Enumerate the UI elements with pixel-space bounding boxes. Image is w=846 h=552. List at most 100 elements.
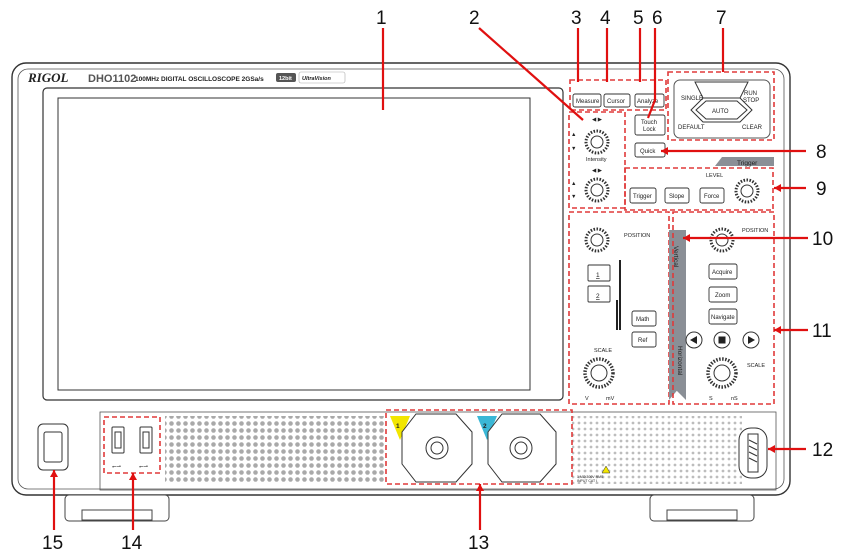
svg-text:AUTO: AUTO — [712, 109, 729, 115]
svg-text:mV: mV — [606, 396, 615, 402]
svg-text:Navigate: Navigate — [711, 315, 735, 321]
svg-text:V: V — [585, 396, 589, 402]
svg-text:Measure: Measure — [576, 99, 600, 105]
svg-text:Cursor: Cursor — [607, 99, 625, 105]
single-button[interactable]: SINGLE — [681, 96, 703, 102]
callout-9: 9 — [816, 179, 827, 200]
svg-text:nS: nS — [731, 396, 738, 402]
svg-text:Analyze: Analyze — [637, 99, 659, 105]
vertical-title: Vertical — [672, 246, 679, 268]
svg-text:2: 2 — [483, 423, 487, 430]
callout-14: 14 — [121, 533, 143, 552]
channel-1-marker — [390, 416, 410, 440]
multipurpose-knob-panel: ◀ ▶ ▲ ▼ Intensity ◀ ▶ ▲ ▼ — [568, 111, 626, 209]
series-logo-frame — [298, 71, 346, 84]
math-button[interactable]: Math — [631, 310, 657, 327]
brand-logo: RIGOL — [27, 70, 69, 85]
svg-text:▼: ▼ — [571, 146, 576, 152]
callout-13: 13 — [468, 533, 489, 552]
channel-2-marker — [477, 416, 497, 440]
trigger-title: Trigger — [737, 160, 758, 167]
probe-compensation-terminal[interactable] — [738, 427, 768, 479]
acquire-button[interactable]: Acquire — [708, 263, 738, 280]
front-feet — [64, 494, 755, 522]
svg-text:S: S — [709, 396, 713, 402]
callout-10: 10 — [812, 229, 833, 250]
callout-5: 5 — [633, 8, 644, 29]
svg-text:▲: ▲ — [571, 181, 576, 187]
cursor-button[interactable]: Cursor — [603, 93, 631, 108]
touch-lock-button[interactable]: Touch Lock — [634, 114, 666, 136]
channel-1-button[interactable]: 1 — [587, 264, 611, 282]
svg-text:2: 2 — [596, 293, 600, 300]
svg-text:Lock: Lock — [643, 127, 657, 133]
svg-text:◀ ▶: ◀ ▶ — [592, 117, 603, 123]
input-note: 1 MΩ 300V RMS — [577, 475, 604, 479]
default-button[interactable]: DEFAULT — [678, 125, 705, 131]
callout-15: 15 — [42, 533, 63, 552]
usb-icon: ⭠⊸ — [112, 464, 121, 470]
ref-button[interactable]: Ref — [631, 331, 657, 348]
usb-port-2[interactable] — [139, 426, 153, 454]
slope-button[interactable]: Slope — [664, 187, 690, 204]
bits-badge-bg — [276, 73, 296, 82]
svg-text:INPUT CAT I: INPUT CAT I — [577, 479, 597, 483]
navigate-button[interactable]: Navigate — [708, 308, 738, 325]
svg-text:Zoom: Zoom — [715, 293, 730, 299]
measure-button[interactable]: Measure — [572, 93, 602, 108]
warning-icon — [601, 465, 611, 474]
channel-1-bnc-input[interactable] — [401, 413, 473, 483]
vertical-section: POSITION 1 2 Math Ref SCALE V mV Vertica… — [568, 211, 686, 405]
trigger-level-label: LEVEL — [706, 173, 723, 179]
callout-2: 2 — [469, 8, 480, 29]
callout-8: 8 — [816, 142, 827, 163]
nav-stop-button[interactable] — [713, 331, 731, 349]
svg-text:Slope: Slope — [669, 194, 685, 200]
zoom-button[interactable]: Zoom — [708, 286, 738, 303]
analyze-button[interactable]: Analyze — [634, 93, 665, 108]
run-control-cluster: AUTO SINGLE RUN STOP DEFAULT CLEAR — [673, 79, 771, 139]
svg-text:Quick: Quick — [640, 149, 656, 155]
nav-right-button[interactable] — [742, 331, 760, 349]
clear-button[interactable]: CLEAR — [742, 125, 763, 131]
touch-display[interactable] — [57, 97, 531, 391]
speaker-grille-right — [572, 416, 742, 484]
svg-text:Touch: Touch — [641, 120, 657, 126]
svg-text:▼: ▼ — [571, 194, 576, 200]
channel-2-bnc-input[interactable] — [487, 413, 557, 483]
svg-text:STOP: STOP — [743, 98, 759, 104]
svg-text:Trigger: Trigger — [633, 194, 652, 200]
force-button[interactable]: Force — [699, 187, 725, 204]
trigger-button[interactable]: Trigger — [629, 187, 657, 204]
callout-12: 12 — [812, 440, 833, 461]
usb-icon-2: ⭠⊸ — [139, 464, 148, 470]
svg-text:Acquire: Acquire — [712, 270, 733, 276]
quick-button[interactable]: Quick — [634, 142, 666, 158]
svg-text:▲: ▲ — [571, 132, 576, 138]
callout-11: 11 — [812, 321, 832, 342]
run-stop-button[interactable]: RUN — [744, 91, 757, 97]
series-logo: UltraVision — [302, 76, 331, 82]
callout-3: 3 — [571, 8, 582, 29]
svg-text:1: 1 — [596, 272, 600, 279]
horizontal-position-label: POSITION — [742, 228, 768, 234]
usb-port-1[interactable] — [111, 426, 125, 454]
vertical-position-label: POSITION — [624, 233, 650, 239]
horizontal-scale-label: SCALE — [747, 363, 765, 369]
horizontal-section: Horizontal POSITION Acquire Zoom Navigat… — [672, 211, 775, 405]
svg-text:Ref: Ref — [638, 338, 648, 344]
nav-left-button[interactable] — [685, 331, 703, 349]
speaker-grille-left — [165, 416, 385, 484]
svg-text:◀ ▶: ◀ ▶ — [592, 168, 603, 174]
model-name: DHO1102 — [88, 73, 136, 85]
horizontal-title: Horizontal — [676, 346, 683, 376]
channel-2-button[interactable]: 2 — [587, 285, 611, 303]
menu-buttons-group — [569, 79, 667, 111]
trigger-section: Trigger LEVEL Trigger Slope Force — [624, 157, 774, 211]
chassis-inner-outline — [17, 68, 785, 490]
power-button[interactable] — [37, 423, 69, 471]
svg-text:Math: Math — [636, 317, 649, 323]
channel-inputs: 1 2 1 MΩ 300V RMS INPUT CAT I — [385, 409, 611, 485]
intensity-label: Intensity — [586, 157, 607, 163]
